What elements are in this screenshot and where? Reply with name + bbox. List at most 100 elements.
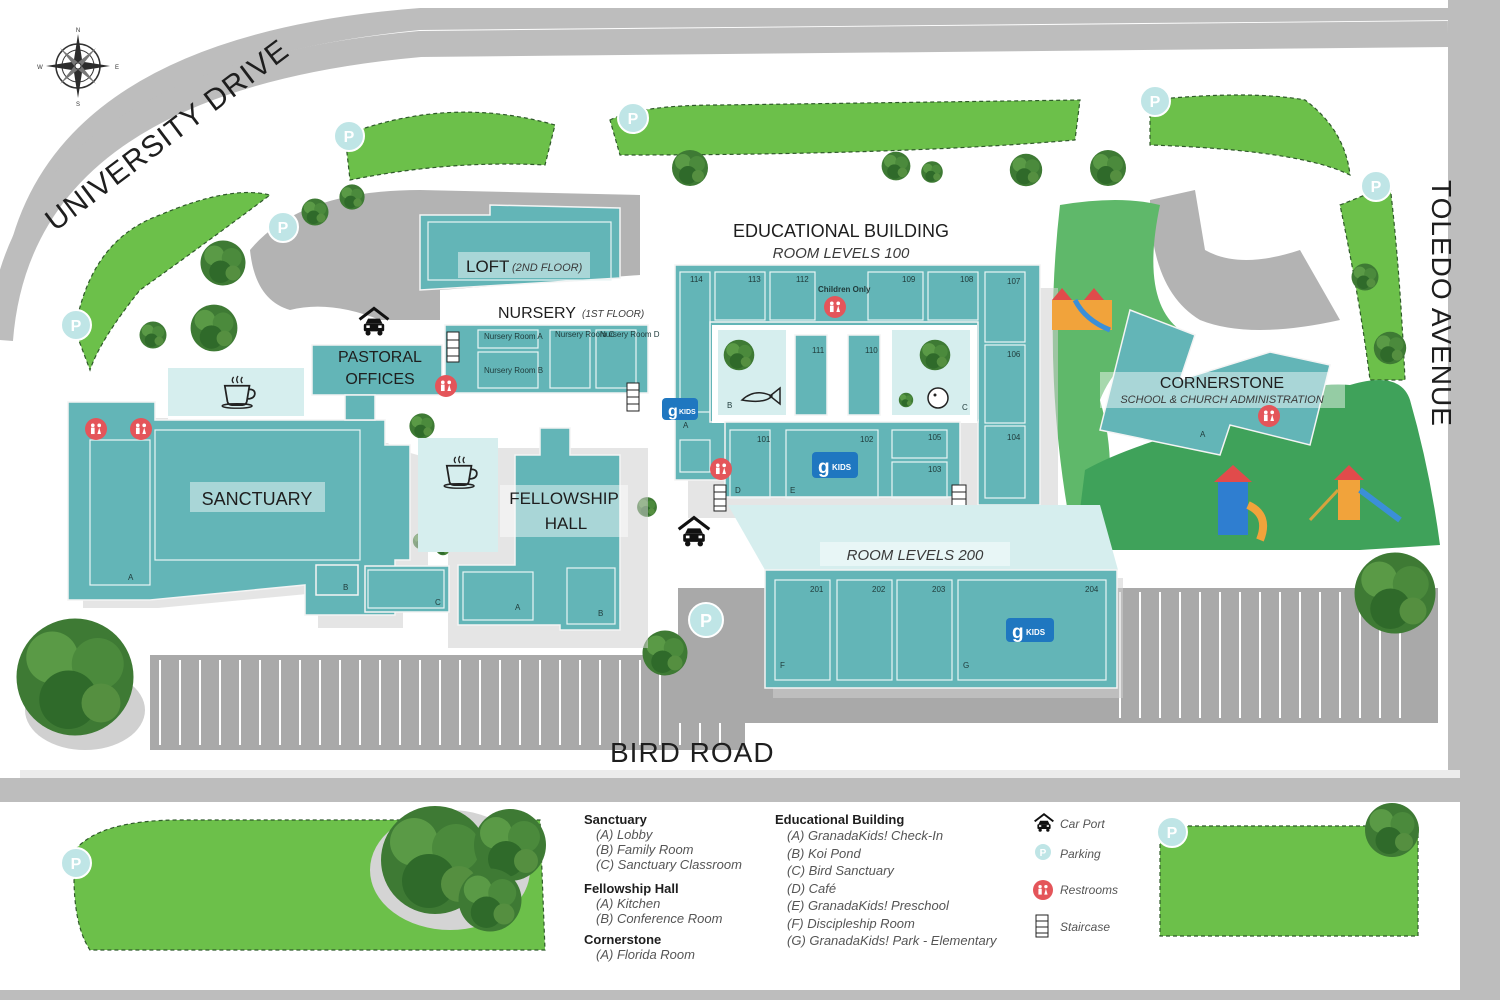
loft-building[interactable]: LOFT (2ND FLOOR) <box>419 204 621 291</box>
loft-label: LOFT <box>466 257 509 276</box>
compass-rose-icon: N S E W <box>37 28 119 108</box>
room-112: 112 <box>796 275 809 284</box>
nursery-building[interactable]: Nursery Room A Nursery Room B Nursery Ro… <box>444 300 660 394</box>
parking-icon: P <box>688 602 724 638</box>
sanctuary-building[interactable]: SANCTUARY A B C <box>67 401 450 616</box>
room-201: 201 <box>810 585 824 594</box>
svg-text:KIDS: KIDS <box>1026 628 1046 637</box>
legend-parking: Parking <box>1060 847 1101 861</box>
svg-text:KIDS: KIDS <box>832 463 852 472</box>
legend-carport: Car Port <box>1060 817 1105 831</box>
legend-item: (A) Kitchen <box>596 896 661 911</box>
svg-text:KIDS: KIDS <box>679 409 696 416</box>
sanctuary-label: SANCTUARY <box>202 489 313 509</box>
legend-parking-label: Parking <box>1060 847 1101 861</box>
koi-pond <box>723 339 781 406</box>
parking-icon: P <box>1156 816 1188 848</box>
legend-item: (C) Sanctuary Classroom <box>596 857 742 872</box>
granada-kids-icon: g KIDS <box>1006 618 1054 643</box>
playground-icon <box>1308 465 1402 523</box>
granada-kids-icon: g KIDS <box>812 452 858 478</box>
legend-carport-label: Car Port <box>1060 817 1105 831</box>
legend-educational-title: Educational Building <box>775 812 905 827</box>
fellowship-label-line1: FELLOWSHIP <box>509 489 619 508</box>
svg-text:P: P <box>71 318 82 335</box>
legend-sanctuary-title: Sanctuary <box>584 812 647 827</box>
room-levels-100-label: ROOM LEVELS 100 <box>773 245 910 262</box>
sanctuary-room-b: B <box>343 583 348 592</box>
legend-item: (A) GranadaKids! Check-In <box>787 828 944 843</box>
room-103: 103 <box>928 465 942 474</box>
nursery-label: NURSERY <box>498 305 576 322</box>
room-204: 204 <box>1085 585 1099 594</box>
svg-text:P: P <box>1040 848 1047 859</box>
svg-text:P: P <box>71 856 82 873</box>
legend-item: (D) Café <box>787 880 837 896</box>
cornerstone-building[interactable]: CORNERSTONE SCHOOL & CHURCH ADMINISTRATI… <box>1099 308 1345 456</box>
room-101: 101 <box>757 435 771 444</box>
restroom-icon <box>130 418 152 440</box>
sanctuary-room-a: A <box>128 573 134 582</box>
room-levels-200-building[interactable]: 201 202 203 204 F G ROOM LEVELS 200 <box>728 505 1118 689</box>
svg-text:S: S <box>76 102 80 108</box>
room-202: 202 <box>872 585 886 594</box>
legend-sanctuary: Sanctuary (A) Lobby (B) Family Room (C) … <box>584 812 742 872</box>
legend-item: (A) Florida Room <box>596 947 695 962</box>
fellowship-room-b: B <box>598 609 603 618</box>
playground-icon <box>1214 465 1267 542</box>
restroom-icon <box>85 418 107 440</box>
legend-cornerstone-title: Cornerstone <box>584 932 662 947</box>
nursery-room-b: Nursery Room B <box>484 366 543 375</box>
staircase-icon <box>713 484 727 512</box>
legend-staircase-label: Staircase <box>1060 920 1111 934</box>
restroom-icon <box>824 296 846 318</box>
staircase-icon <box>626 382 640 412</box>
restroom-icon <box>435 375 457 397</box>
parking-icon: P <box>60 847 92 879</box>
svg-text:W: W <box>37 65 43 71</box>
cafe-area-courtyard <box>418 438 498 552</box>
edu-room-d: D <box>735 486 741 495</box>
pastoral-label-line1: PASTORAL <box>338 349 422 366</box>
room-113: 113 <box>748 275 761 284</box>
legend-parking-icon: P <box>1033 842 1053 862</box>
edu-room-c: C <box>962 403 968 412</box>
pastoral-offices-building[interactable]: PASTORAL OFFICES <box>311 344 443 421</box>
legend-staircase: Staircase <box>1060 920 1110 934</box>
legend-restrooms: Restrooms <box>1060 883 1118 897</box>
parking-icon: P <box>333 120 365 152</box>
legend-item: (G) GranadaKids! Park - Elementary <box>787 933 997 948</box>
legend-item: (B) Koi Pond <box>787 845 861 861</box>
carport-icon <box>677 516 711 548</box>
trees <box>16 150 1436 932</box>
room-g: G <box>963 661 969 670</box>
room-114: 114 <box>690 275 703 284</box>
legend-fellowship: Fellowship Hall (A) Kitchen (B) Conferen… <box>584 881 722 926</box>
edu-room-b: B <box>727 401 732 410</box>
fellowship-room-a: A <box>515 603 521 612</box>
svg-text:P: P <box>1150 94 1161 111</box>
svg-text:P: P <box>1371 179 1382 196</box>
legend-item: (B) Conference Room <box>596 911 723 926</box>
educational-building[interactable]: 114 113 112 109 108 107 106 104 111 110 … <box>674 216 1041 506</box>
legend-restroom-icon <box>1033 880 1053 900</box>
legend-item: (B) Family Room <box>596 842 694 857</box>
svg-text:g: g <box>668 403 678 420</box>
room-107: 107 <box>1007 277 1021 286</box>
nursery-room-a: Nursery Room A <box>484 332 543 341</box>
room-106: 106 <box>1007 350 1021 359</box>
svg-text:g: g <box>818 457 830 478</box>
room-110: 110 <box>865 346 878 355</box>
parking-icon: P <box>1360 170 1392 202</box>
educational-building-label: EDUCATIONAL BUILDING <box>733 221 949 241</box>
bird-road-label: BIRD ROAD <box>610 737 775 768</box>
sanctuary-room-c: C <box>435 598 441 607</box>
legend-carport-icon <box>1033 813 1055 833</box>
room-203: 203 <box>932 585 946 594</box>
svg-text:E: E <box>115 65 119 71</box>
room-f: F <box>780 661 785 670</box>
fellowship-hall-building[interactable]: FELLOWSHIP HALL A B <box>457 427 628 631</box>
nursery-floor-note: (1ST FLOOR) <box>582 309 644 320</box>
